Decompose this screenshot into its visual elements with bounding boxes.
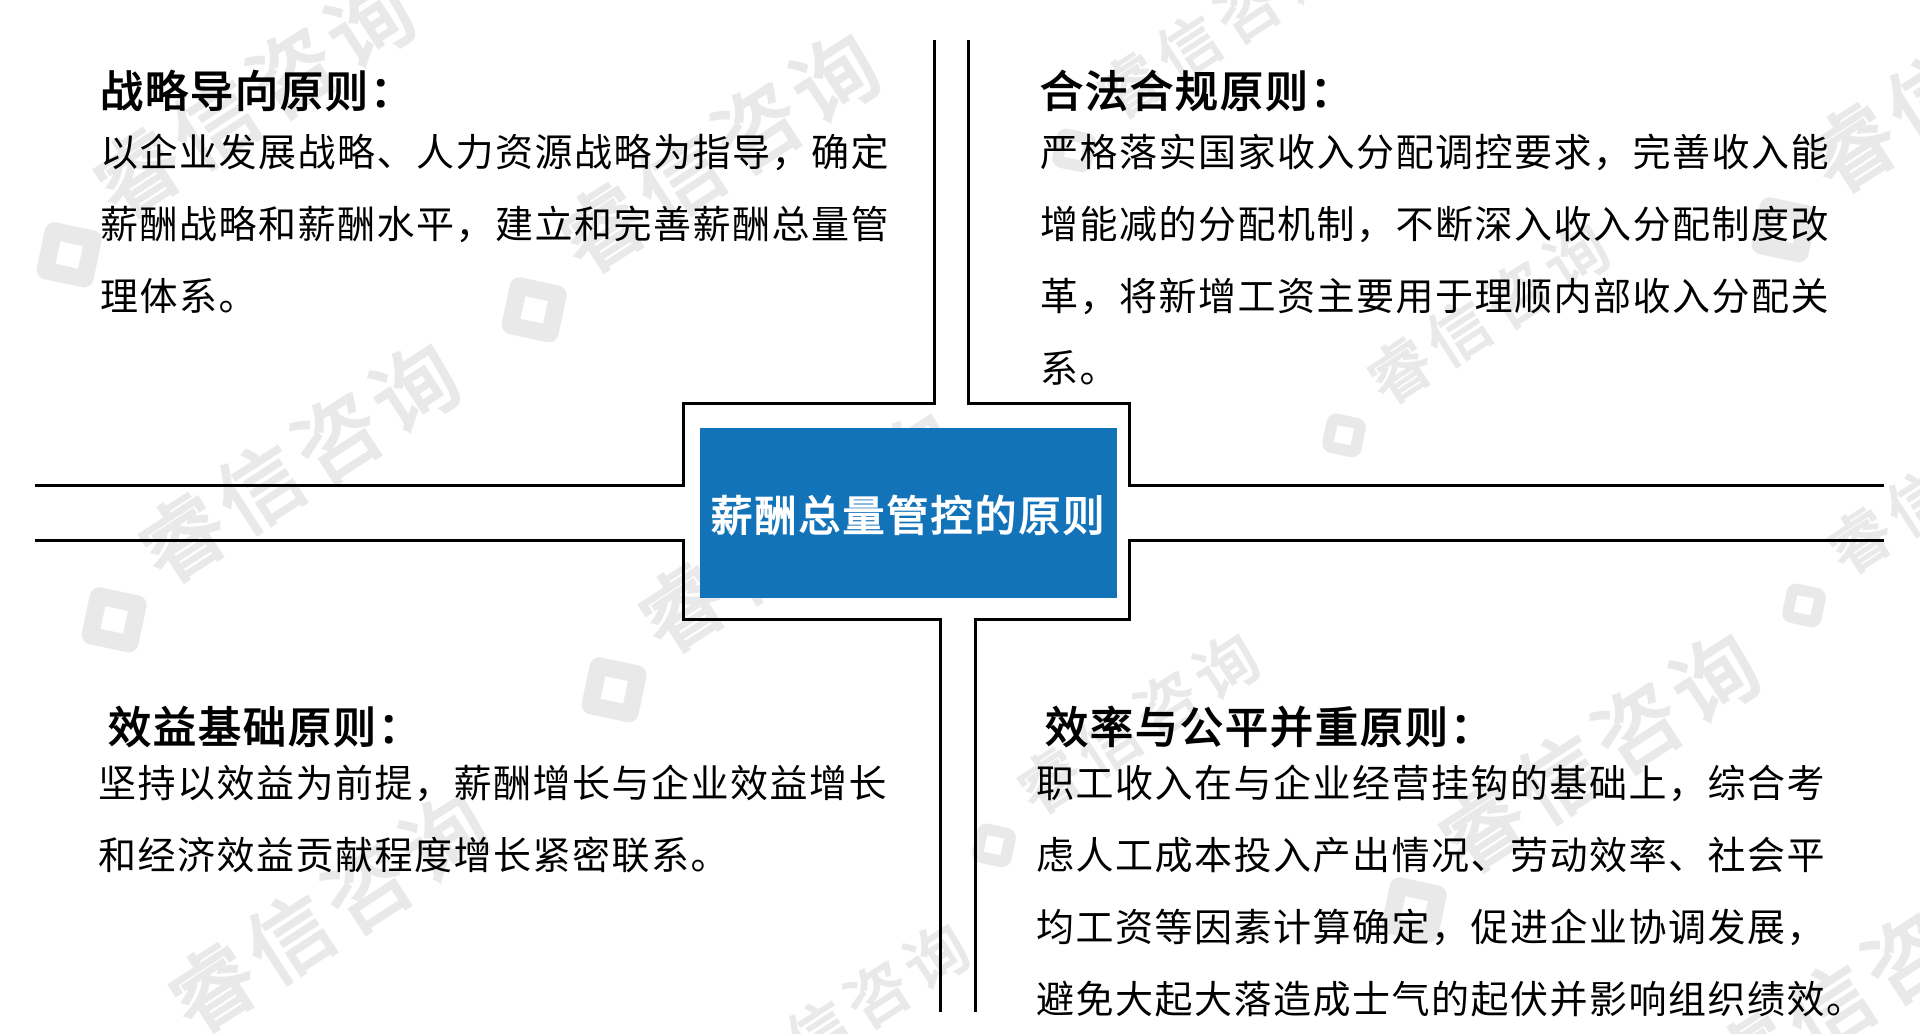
connector-left-lower-line [35, 539, 685, 542]
body-line: 以企业发展战略、人力资源战略为指导，确定 [100, 133, 891, 175]
diamond-logo-icon [1764, 565, 1844, 645]
body-line: 职工收入在与企业经营挂钩的基础上，综合考 [1036, 764, 1827, 806]
connector-bottom-divider-left-line [939, 618, 942, 1012]
brand-watermark: 睿信咨询 [1740, 364, 1920, 646]
connector-right-upper-line [1128, 484, 1884, 487]
diamond-logo-icon [62, 567, 167, 672]
body-line: 系。 [1040, 349, 1120, 391]
quadrant-title-compliance: 合法合规原则： [1040, 70, 1355, 117]
body-line: 增能减的分配机制，不断深入收入分配制度改 [1040, 205, 1831, 247]
quadrant-body-compliance: 严格落实国家收入分配调控要求，完善收入能 增能减的分配机制，不断深入收入分配制度… [1040, 118, 1830, 406]
center-frame-top-edge [970, 402, 1131, 405]
connector-right-lower-line [1128, 539, 1884, 542]
quadrant-title-efficiency-fairness: 效率与公平并重原则： [1045, 706, 1495, 753]
center-frame-top-edge [682, 402, 933, 405]
body-line: 虑人工成本投入产出情况、劳动效率、社会平 [1036, 836, 1827, 878]
quadrant-body-strategy: 以企业发展战略、人力资源战略为指导，确定 薪酬战略和薪酬水平，建立和完善薪酬总量… [100, 118, 890, 334]
diamond-logo-icon [562, 637, 667, 742]
body-line: 薪酬战略和薪酬水平，建立和完善薪酬总量管 [100, 205, 891, 247]
body-line: 避免大起大落造成士气的起伏并影响组织绩效。 [1036, 980, 1866, 1022]
center-frame-right-edge [1128, 542, 1131, 621]
center-frame-bottom-edge [682, 618, 939, 621]
connector-left-upper-line [35, 484, 685, 487]
diamond-logo-icon [92, 1017, 197, 1034]
connector-bottom-divider-right-line [974, 618, 977, 1012]
body-line: 和经济效益贡献程度增长紧密联系。 [98, 836, 731, 878]
center-frame-left-edge [682, 542, 685, 621]
body-line: 严格落实国家收入分配调控要求，完善收入能 [1040, 133, 1831, 175]
connector-top-divider-right-line [967, 40, 970, 405]
body-line: 革，将新增工资主要用于理顺内部收入分配关 [1040, 277, 1831, 319]
quadrant-body-benefit: 坚持以效益为前提，薪酬增长与企业效益增长 和经济效益贡献程度增长紧密联系。 [98, 749, 888, 893]
center-box: 薪酬总量管控的原则 [700, 428, 1117, 598]
body-line: 理体系。 [100, 277, 259, 319]
body-line: 均工资等因素计算确定，促进企业协调发展， [1036, 908, 1827, 950]
quadrant-title-strategy: 战略导向原则： [100, 70, 415, 117]
connector-top-divider-left-line [933, 40, 936, 405]
watermark-text: 睿信咨询 [716, 909, 989, 1034]
center-title: 薪酬总量管控的原则 [710, 494, 1107, 541]
body-line: 坚持以效益为前提，薪酬增长与企业效益增长 [98, 764, 889, 806]
quadrant-body-efficiency-fairness: 职工收入在与企业经营挂钩的基础上，综合考 虑人工成本投入产出情况、劳动效率、社会… [1036, 749, 1866, 1034]
brand-watermark: 睿信咨询 [30, 306, 494, 672]
diamond-logo-icon [1304, 395, 1384, 475]
brand-watermark: 睿信咨询 [640, 894, 997, 1034]
watermark-text: 睿信咨询 [124, 324, 484, 604]
center-frame-right-edge [1128, 402, 1131, 484]
diamond-logo-icon [954, 805, 1034, 885]
center-frame-bottom-edge [977, 618, 1131, 621]
quadrant-title-benefit: 效益基础原则： [108, 706, 423, 753]
center-frame-left-edge [682, 402, 685, 484]
